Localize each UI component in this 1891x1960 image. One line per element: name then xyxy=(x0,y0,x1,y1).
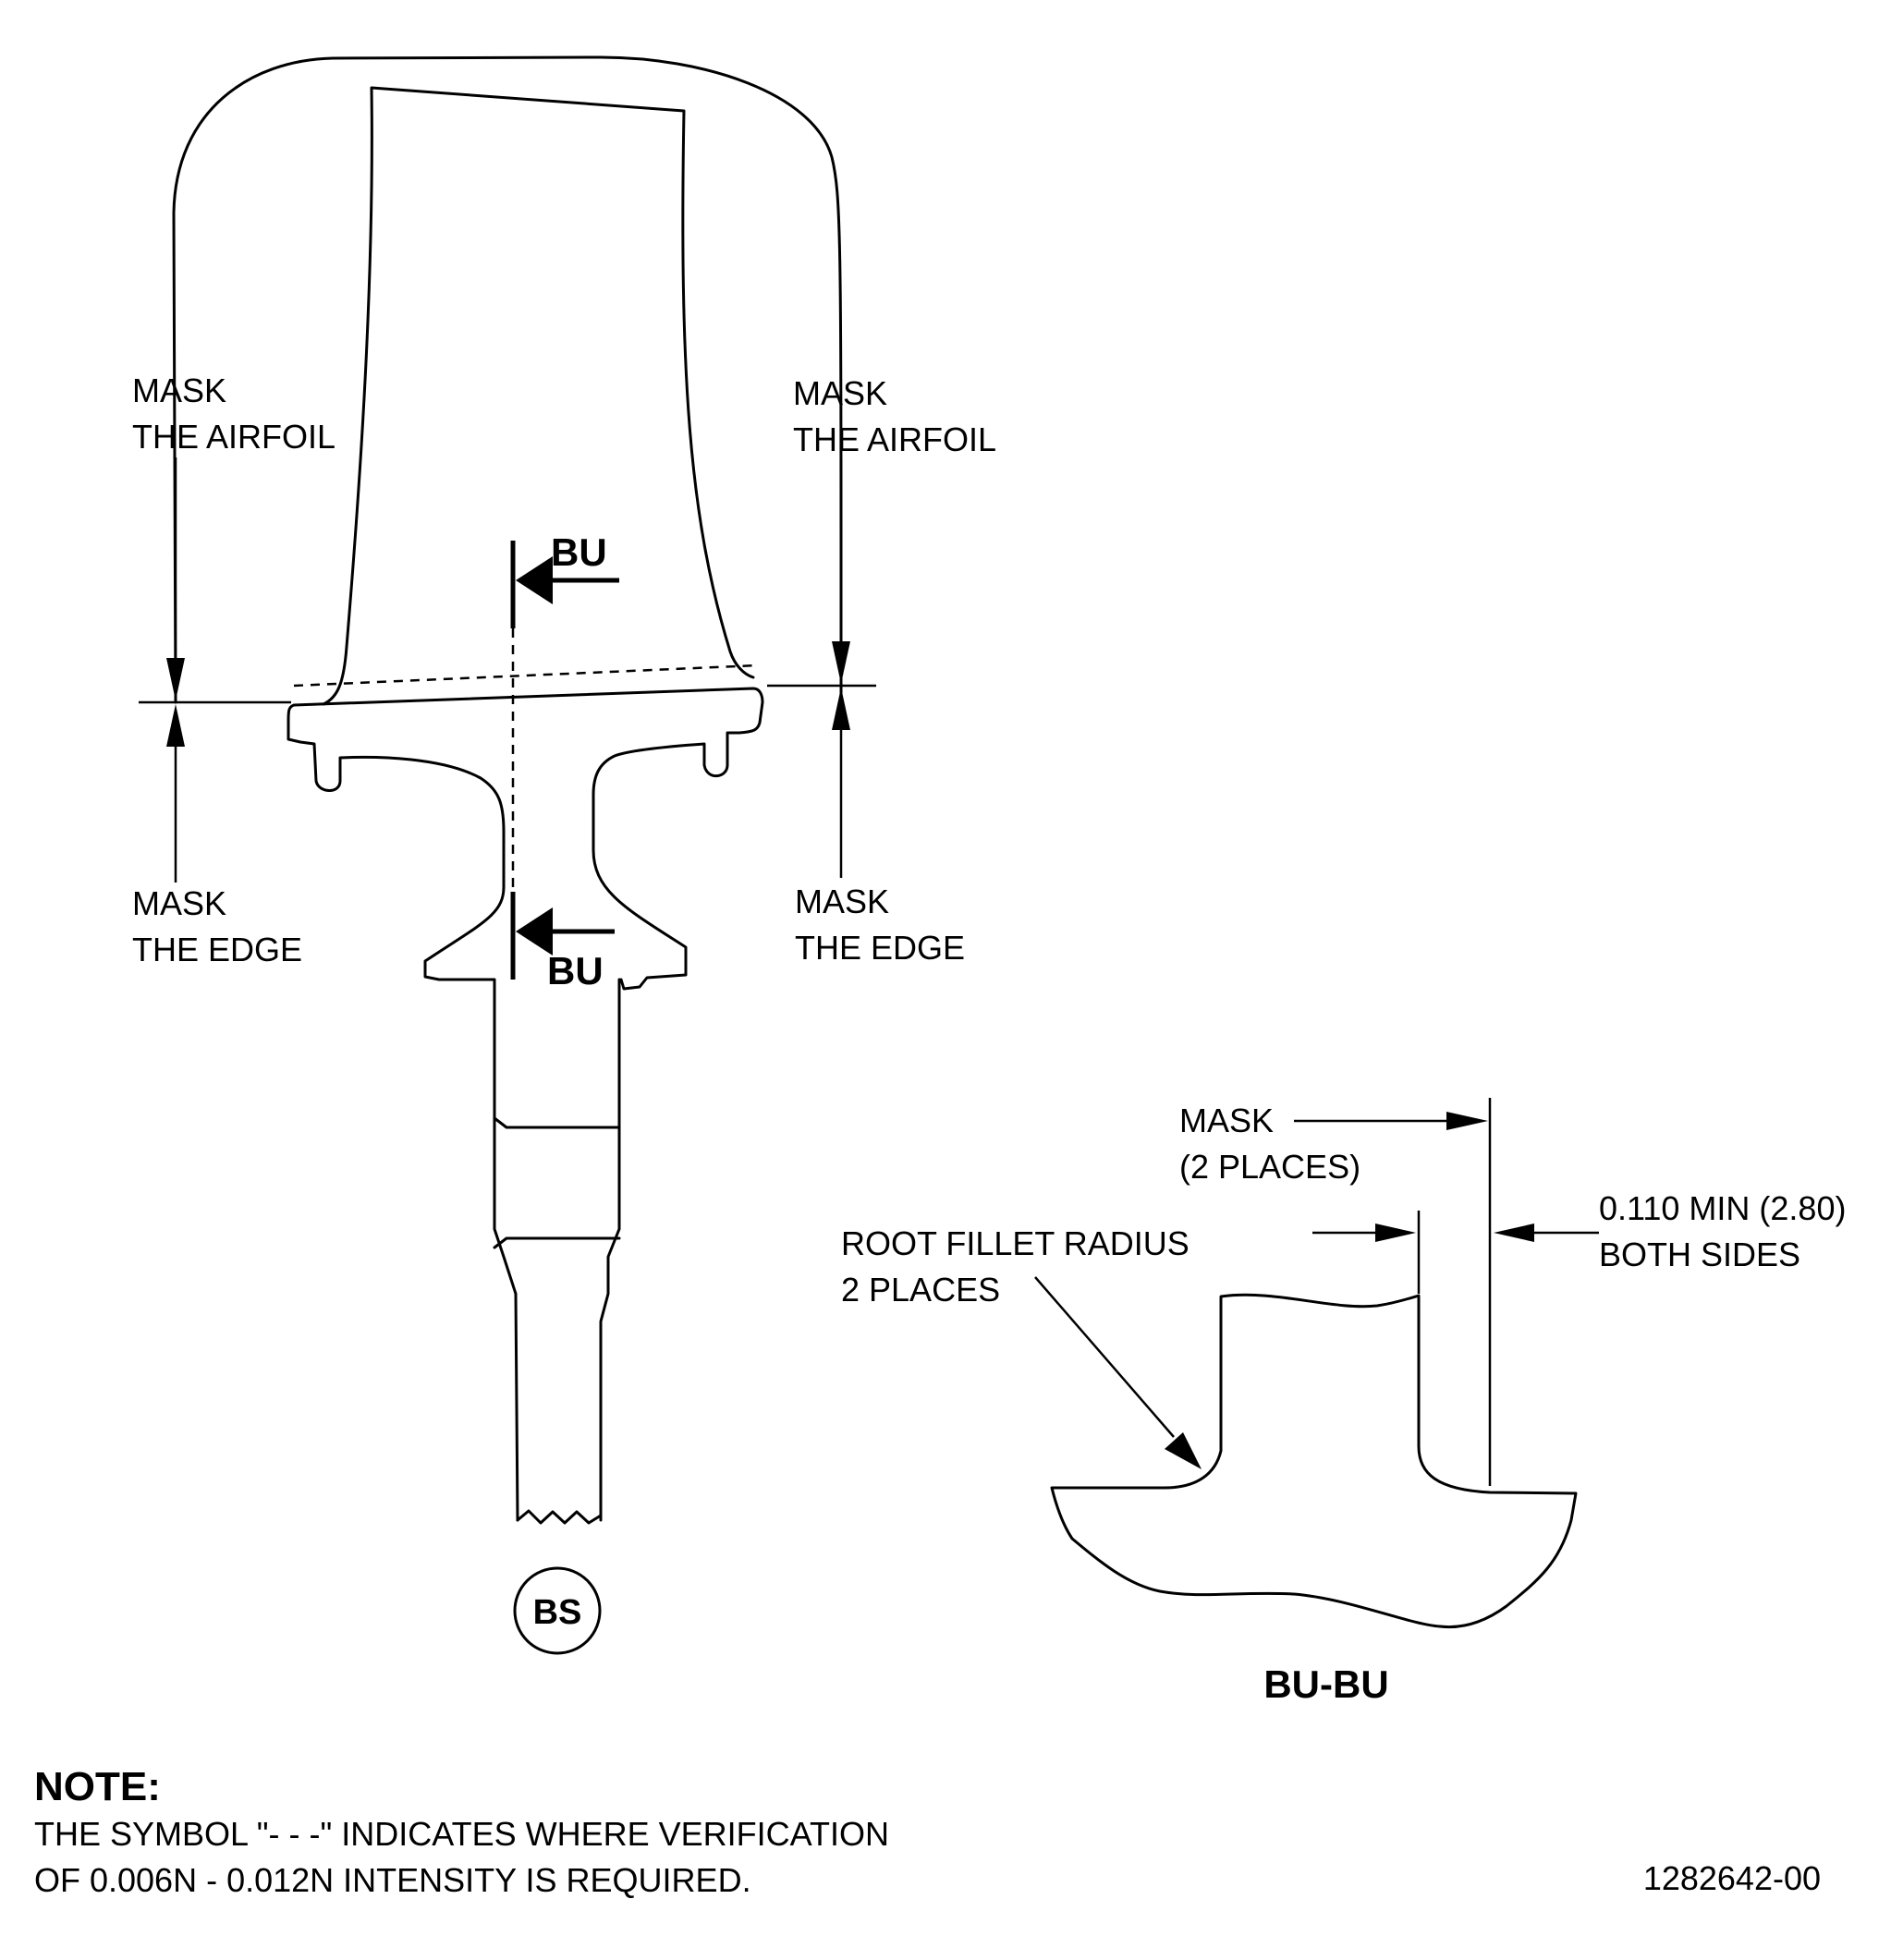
mask-envelope-outline xyxy=(172,55,843,704)
arrowhead-mask-edge-left xyxy=(166,704,185,747)
arrowhead-mask-edge-right xyxy=(832,688,850,730)
figure-number: 1282642-00 xyxy=(1643,1859,1821,1897)
label-mask-two-places: MASK (2 PLACES) xyxy=(1179,1102,1360,1186)
leader-root-fillet xyxy=(1034,1276,1175,1438)
note-heading: NOTE: xyxy=(34,1764,161,1809)
label-mask-airfoil-right: MASK THE AIRFOIL xyxy=(793,374,996,458)
arrowhead-root-fillet xyxy=(1165,1432,1202,1469)
label-dimension: 0.110 MIN (2.80) BOTH SIDES xyxy=(1599,1189,1855,1273)
arrowhead-mask-airfoil-right xyxy=(832,641,850,684)
view-callout-label: BS xyxy=(533,1593,582,1632)
section-mark-label-bottom: BU xyxy=(547,949,604,992)
arrowhead-mask-airfoil-left xyxy=(166,658,185,700)
platform-outline xyxy=(287,687,764,1522)
verification-dash-platform xyxy=(293,663,759,688)
dimension-arrowhead-left xyxy=(1375,1223,1416,1242)
section-profile-outline xyxy=(1050,1293,1578,1629)
shank-band-lines xyxy=(493,1116,621,1249)
label-mask-airfoil-left: MASK THE AIRFOIL xyxy=(132,371,336,456)
section-cut-arrowhead-top xyxy=(516,556,553,604)
section-title: BU-BU xyxy=(1263,1662,1388,1706)
dimension-arrowhead-right xyxy=(1494,1223,1534,1242)
label-mask-edge-left: MASK THE EDGE xyxy=(132,884,302,968)
section-mark-label-top: BU xyxy=(551,530,607,574)
section-cut-arrowhead-bottom xyxy=(516,907,553,956)
view-callout-circle xyxy=(513,1566,602,1655)
note-body: THE SYMBOL "- - -" INDICATES WHERE VERIF… xyxy=(34,1815,898,1899)
break-line xyxy=(516,1509,603,1525)
label-root-fillet: ROOT FILLET RADIUS 2 PLACES xyxy=(841,1224,1199,1309)
arrowhead-mask-two-places xyxy=(1446,1112,1488,1130)
label-mask-edge-right: MASK THE EDGE xyxy=(795,883,965,967)
airfoil-outline xyxy=(322,86,755,706)
